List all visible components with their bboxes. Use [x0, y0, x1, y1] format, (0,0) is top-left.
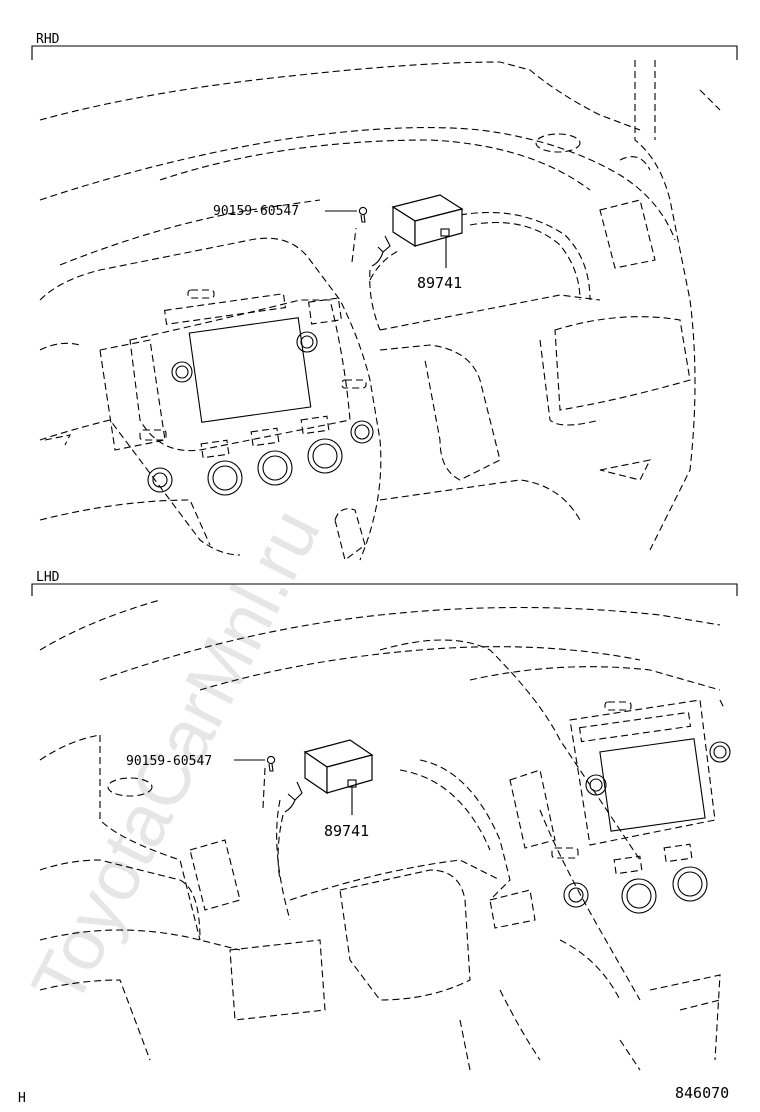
rhd-control-module	[351, 194, 464, 331]
lhd-bolt-part-number: 90159-60547	[126, 754, 212, 769]
rhd-section: RHD	[31, 32, 738, 561]
lhd-dashboard-drawing	[39, 599, 731, 1071]
footer-left-code: H	[18, 1091, 26, 1106]
rhd-bolt-icon	[358, 206, 368, 223]
lhd-bolt-icon	[266, 755, 276, 772]
lhd-control-module	[262, 739, 374, 881]
rhd-dashboard-drawing	[39, 60, 721, 561]
rhd-frame	[31, 45, 738, 60]
lhd-section: LHD	[31, 570, 738, 1071]
rhd-bolt-part-number: 90159-60547	[213, 204, 299, 219]
lhd-module-part-number: 89741	[324, 822, 369, 840]
lhd-frame	[31, 583, 738, 596]
rhd-module-part-number: 89741	[417, 274, 462, 292]
rhd-header: RHD	[36, 32, 60, 47]
lhd-header: LHD	[36, 570, 60, 585]
illustration-number: 846070	[675, 1084, 729, 1102]
